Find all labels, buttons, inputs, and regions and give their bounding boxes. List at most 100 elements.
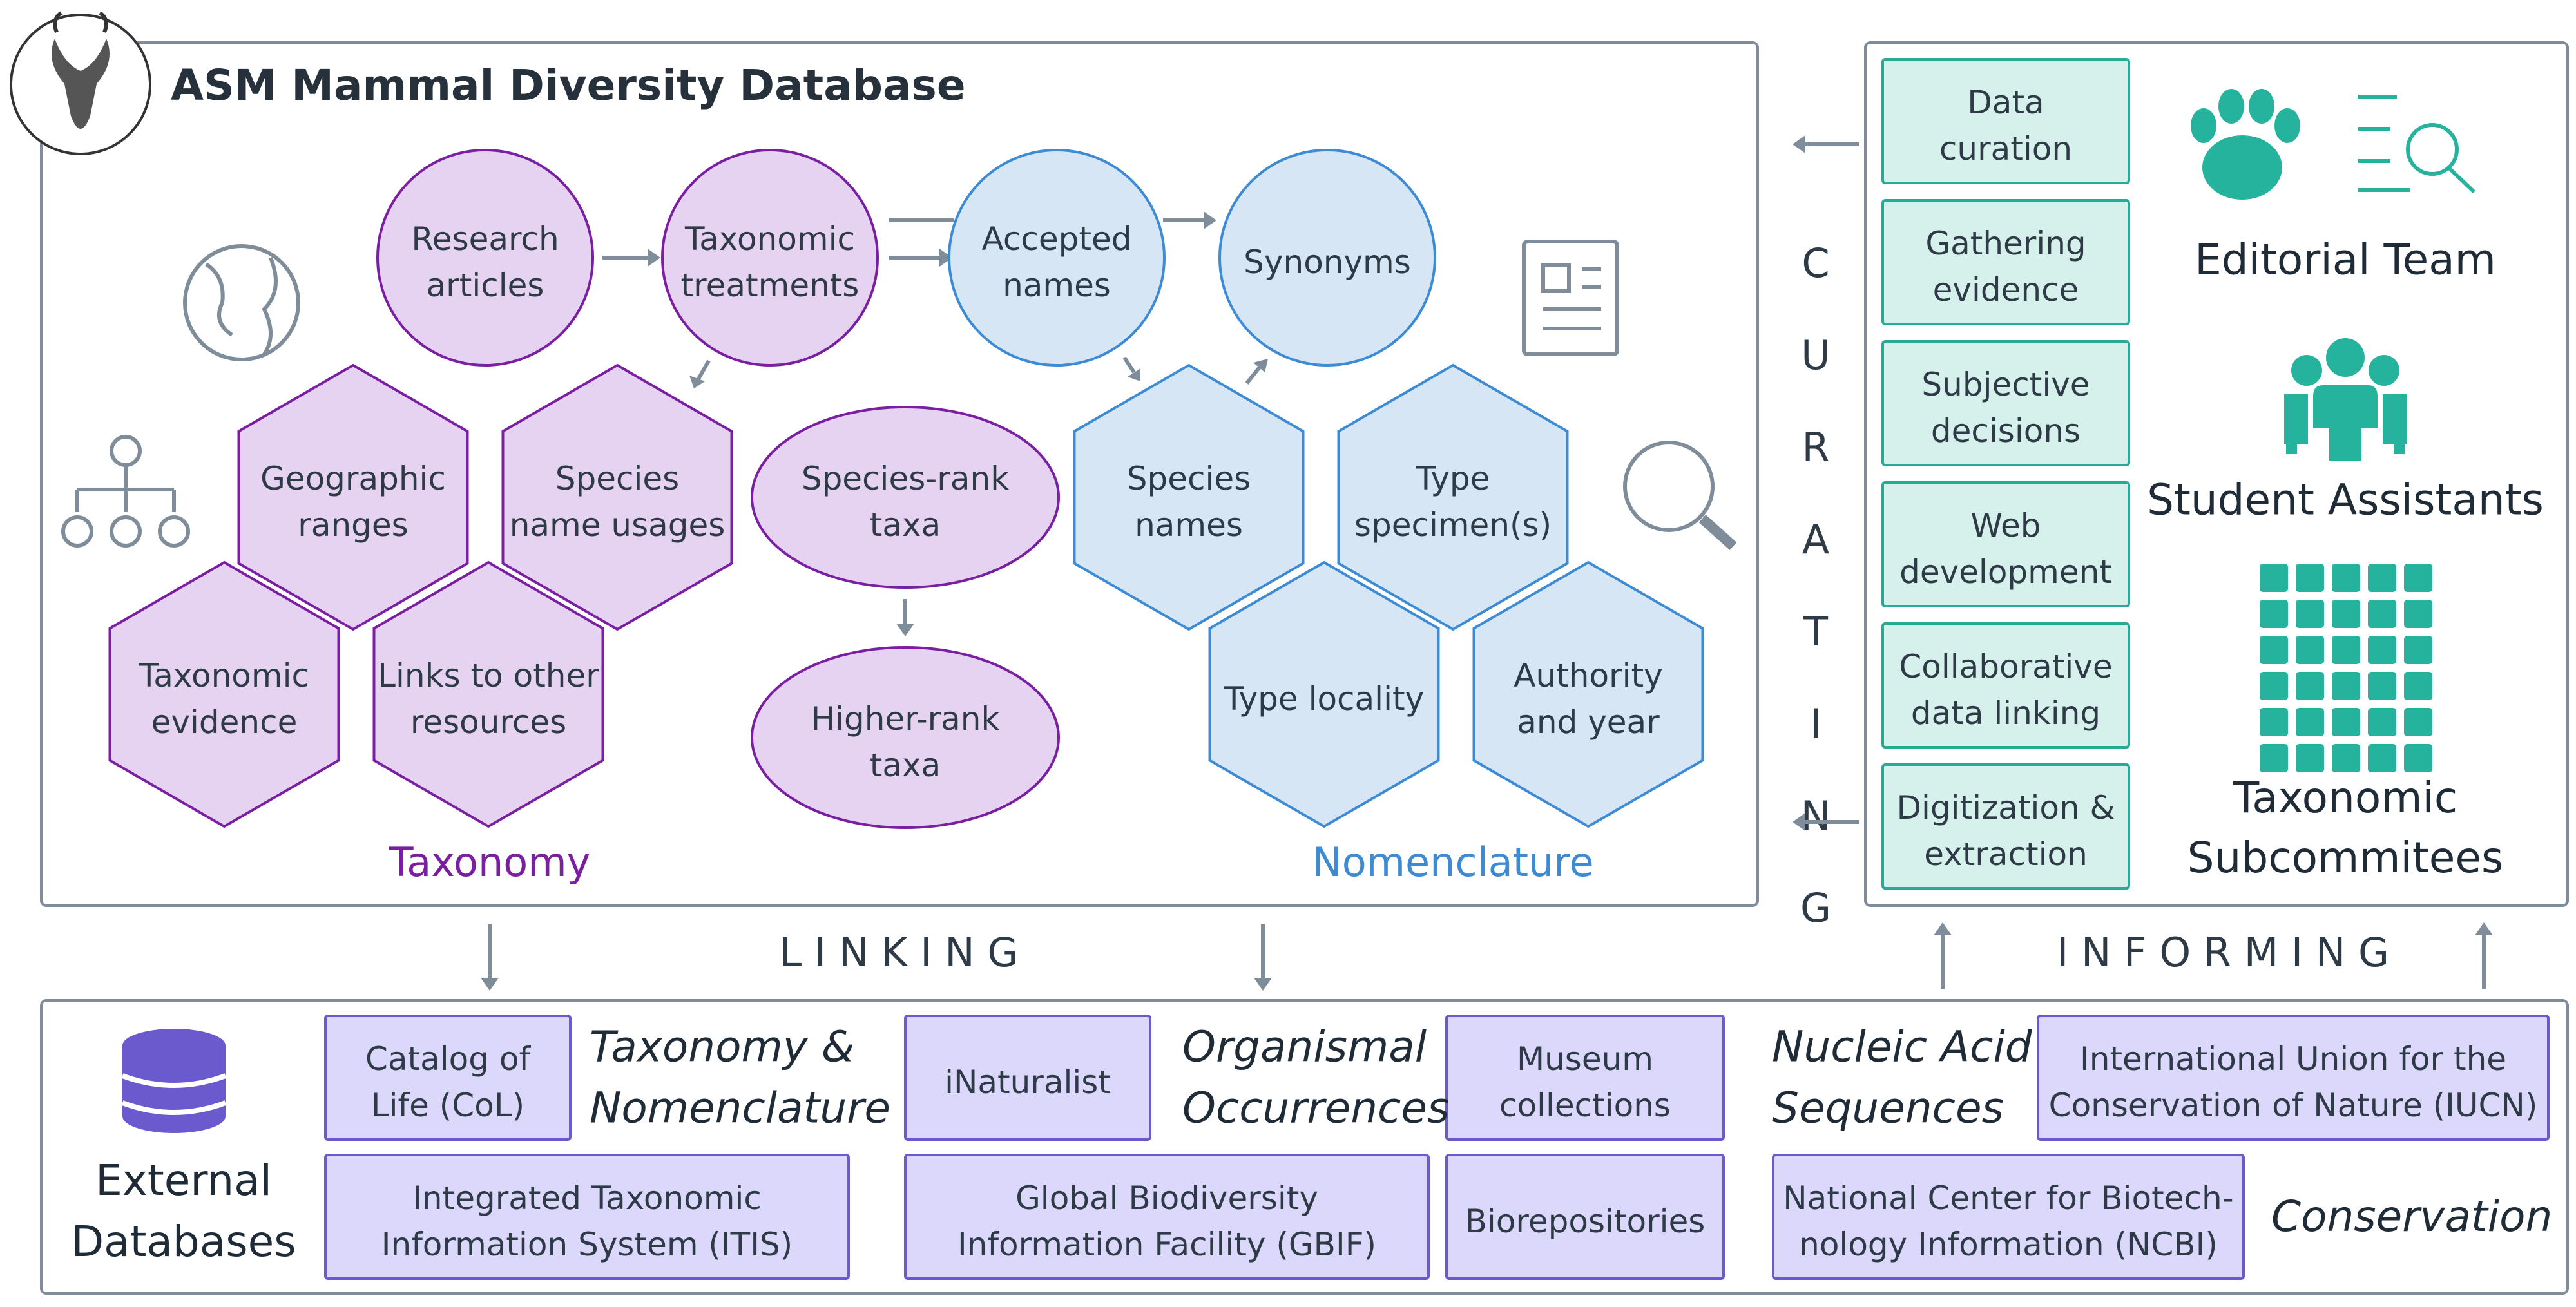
circle-label-l1: Research — [411, 220, 559, 258]
team-label-l1: Taxonomic — [2233, 773, 2457, 823]
hex-label-l1: Taxonomic — [139, 657, 309, 694]
globe-icon — [183, 244, 300, 361]
hex-label-l2: and year — [1517, 703, 1660, 741]
external-db-box: International Union for theConservation … — [2037, 1015, 2550, 1141]
db-box-label-l1: National Center for Biotech- — [1783, 1179, 2233, 1217]
hex-label-l1: Authority — [1514, 657, 1662, 694]
task-label-l2: curation — [1939, 130, 2072, 167]
curating-letter: C — [1802, 240, 1829, 287]
hex-shape — [1073, 363, 1305, 631]
circle-node: Research articles — [376, 149, 594, 367]
task-label-l2: evidence — [1933, 271, 2079, 309]
ellipse-label-l1: Higher-rank — [811, 700, 1000, 738]
external-category-list: Taxonomy &NomenclatureOrganismalOccurren… — [590, 1022, 2552, 1242]
curation-arrows — [1793, 135, 1859, 831]
db-box-label-l1: Biorepositories — [1465, 1203, 1706, 1240]
document-icon — [1522, 240, 1619, 356]
curating-letter: N — [1801, 792, 1831, 839]
list-search-icon — [2358, 95, 2476, 194]
grid-cell — [2260, 636, 2288, 664]
db-box — [1445, 1015, 1725, 1141]
curating-letter: U — [1801, 332, 1830, 379]
category-label-l1: Taxonomy & — [590, 1022, 854, 1072]
hex-label-l2: names — [1135, 506, 1243, 544]
db-box — [324, 1015, 572, 1141]
hex-label-l2: evidence — [151, 703, 298, 741]
database-title: ASM Mammal Diversity Database — [171, 61, 966, 110]
nomenclature-hex: Species names — [1073, 363, 1305, 631]
category-label-l2: Occurrences — [1182, 1083, 1449, 1133]
task-label-l1: Data — [1967, 84, 2044, 121]
grid-cell — [2296, 600, 2324, 628]
external-db-box: National Center for Biotech-nology Infor… — [1772, 1154, 2245, 1280]
db-box-label-l1: Museum — [1517, 1040, 1653, 1078]
magnifier-icon — [1623, 441, 1737, 550]
grid-cell — [2260, 600, 2288, 628]
grid-cell — [2260, 708, 2288, 736]
db-box-label-l2: Information Facility (GBIF) — [957, 1226, 1376, 1263]
grid-icon — [2260, 564, 2432, 772]
database-icon — [121, 1029, 227, 1133]
db-box-label-l1: Catalog of — [365, 1040, 532, 1078]
task-box — [1881, 58, 2130, 184]
curating-letter: T — [1803, 608, 1829, 655]
grid-cell — [2332, 708, 2360, 736]
grid-cell — [2368, 636, 2396, 664]
grid-cell — [2332, 636, 2360, 664]
task-label-l2: development — [1899, 553, 2112, 591]
curating-letter: I — [1810, 700, 1821, 747]
grid-cell — [2404, 636, 2432, 664]
grid-cell — [2296, 672, 2324, 700]
team-label-l1: Student Assistants — [2147, 475, 2544, 525]
hex-label-l1: Species — [1127, 460, 1251, 497]
linking-label: L I N K I N G — [780, 929, 1019, 976]
circle-shape — [376, 149, 594, 367]
grid-cell — [2296, 564, 2324, 592]
team-label-l1: Editorial Team — [2195, 235, 2496, 285]
paw-icon — [2191, 89, 2300, 200]
grid-cell — [2260, 564, 2288, 592]
grid-cell — [2404, 564, 2432, 592]
arrow-species-names-to-synonyms — [1245, 366, 1262, 385]
db-box — [904, 1154, 1430, 1280]
grid-cell — [2296, 744, 2324, 772]
grid-cell — [2404, 600, 2432, 628]
curation-task: Data curation — [1881, 58, 2130, 184]
ellipse-shape — [751, 406, 1060, 589]
external-label-line1: External — [95, 1156, 272, 1205]
hex-shape — [1337, 363, 1569, 631]
circle-label-l2: treatments — [681, 267, 860, 304]
grid-cell — [2260, 744, 2288, 772]
curating-letter: A — [1802, 516, 1829, 563]
circle-label-l1: Synonyms — [1244, 243, 1411, 281]
task-label-l1: Subjective — [1921, 366, 2090, 403]
grid-cell — [2368, 672, 2396, 700]
nomenclature-hex: Authority and year — [1472, 560, 1704, 828]
shapes-layer: ResearcharticlesTaxonomictreatmentsAccep… — [108, 149, 1704, 829]
circle-label-l2: articles — [427, 267, 544, 304]
hex-shape — [108, 560, 340, 828]
hex-shape — [237, 363, 469, 631]
grid-cell — [2296, 636, 2324, 664]
hex-label-l2: resources — [410, 703, 566, 741]
circle-node: Synonyms — [1218, 149, 1436, 367]
grid-cell — [2332, 564, 2360, 592]
circle-shape — [948, 149, 1166, 367]
arrow-accepted-to-species-names — [1122, 356, 1136, 374]
task-box — [1881, 340, 2130, 466]
grid-cell — [2368, 600, 2396, 628]
hex-shape — [372, 560, 604, 828]
db-box-label-l2: collections — [1499, 1087, 1671, 1124]
db-box-label-l2: Conservation of Nature (IUCN) — [2049, 1087, 2538, 1124]
external-label-line2: Databases — [71, 1217, 296, 1266]
task-label-l1: Digitization & — [1896, 789, 2115, 826]
curation-task: Digitization &extraction — [1881, 763, 2130, 890]
grid-cell — [2368, 564, 2396, 592]
